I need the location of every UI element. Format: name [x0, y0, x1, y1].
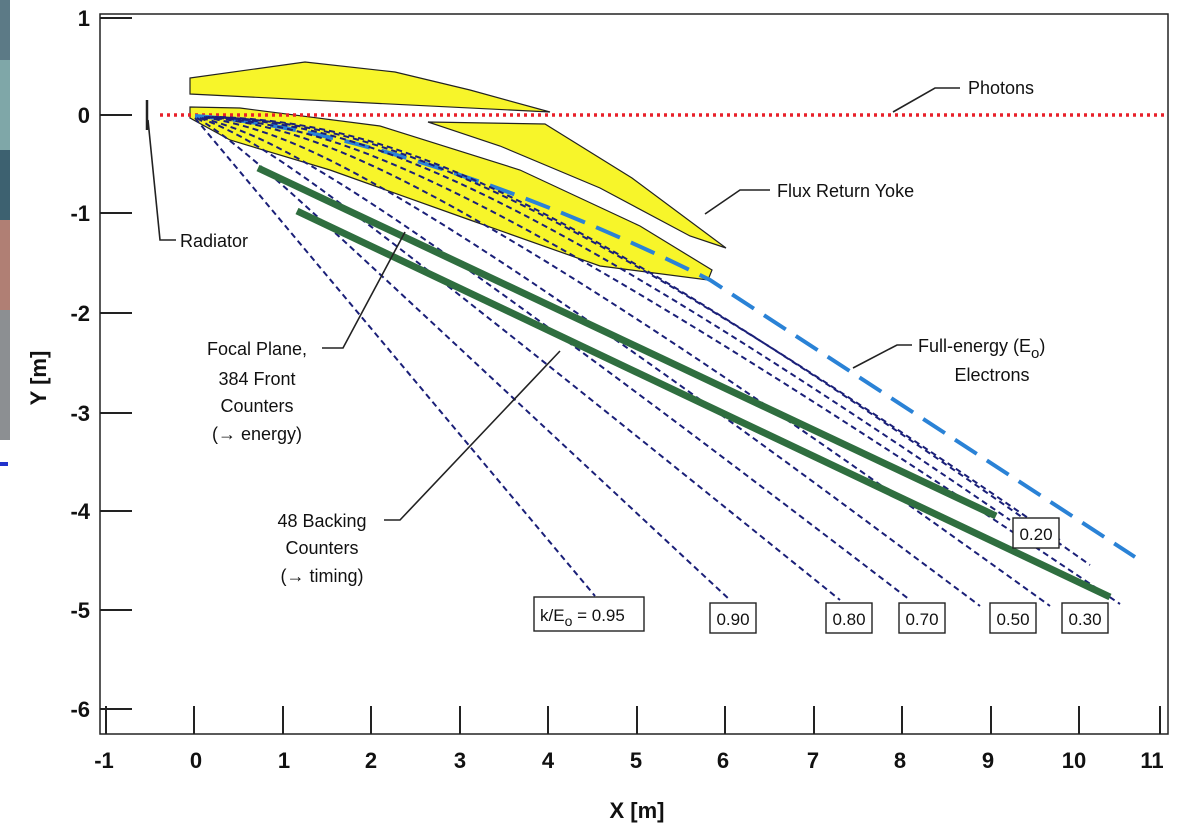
x-tick-label: -1 [94, 748, 114, 773]
ratio-box-090 [709, 602, 757, 634]
focal-plane-line-4: (→ energy) [212, 424, 302, 444]
leader-flux-yoke [704, 189, 770, 215]
ratio-label-090: 0.90 [716, 610, 749, 629]
leader-full-energy [852, 344, 912, 369]
ray-095 [194, 117, 596, 597]
ray-extra-1 [211, 116, 1011, 521]
y-tick-label: -5 [70, 598, 90, 623]
x-tick-label: 10 [1062, 748, 1086, 773]
ratio-box-050 [989, 602, 1037, 634]
electron-rays [194, 116, 1121, 607]
flux-return-yoke [427, 121, 727, 249]
ray-030 [205, 116, 1051, 607]
x-tick-label: 1 [278, 748, 290, 773]
x-tick-label: 4 [542, 748, 555, 773]
x-tick-label: 7 [807, 748, 819, 773]
left-edge-image-strip [0, 0, 10, 440]
ratio-k-prefix: k/E [540, 606, 565, 625]
y-tick-labels: 1 0 -1 -2 -3 -4 -5 -6 [70, 6, 90, 722]
ratio-k-suffix: = 0.95 [572, 606, 624, 625]
backing-line-3: (→ timing) [280, 566, 363, 586]
ratio-label-070: 0.70 [905, 610, 938, 629]
x-tick-label: 11 [1140, 748, 1163, 773]
ray-070 [201, 117, 911, 601]
ratio-box-095 [533, 596, 645, 632]
x-tick-label: 3 [454, 748, 466, 773]
label-flux-return-yoke: Flux Return Yoke [777, 181, 914, 201]
ratio-label-050: 0.50 [996, 610, 1029, 629]
y-tick-label: -1 [70, 201, 90, 226]
magnet-upper-pole [189, 61, 551, 113]
focal-plane-front-counters [256, 164, 998, 520]
y-axis-ticks [100, 17, 132, 710]
label-full-energy: Full-energy (Eo) [918, 336, 1045, 362]
leader-radiator [147, 119, 176, 241]
ray-050 [203, 116, 981, 607]
x-axis-ticks [105, 706, 1161, 734]
full-energy-electron-trajectory [194, 114, 1137, 559]
ratio-labels: k/Eo = 0.95 0.90 0.80 0.70 0.50 0.30 0.2… [533, 517, 1109, 634]
x-tick-label: 8 [894, 748, 906, 773]
ratio-box-030 [1061, 602, 1109, 634]
x-tick-label: 9 [982, 748, 994, 773]
ratio-box-080 [825, 602, 873, 634]
ratio-box-020 [1012, 517, 1060, 549]
x-tick-label: 5 [630, 748, 642, 773]
x-tick-label: 6 [717, 748, 729, 773]
ratio-label-080: 0.80 [832, 610, 865, 629]
ratio-box-070 [898, 602, 946, 634]
backing-line-2: Counters [285, 538, 358, 558]
ray-080 [199, 117, 841, 601]
left-edge-blue-mark [0, 462, 8, 466]
y-tick-label: 0 [78, 103, 90, 128]
y-axis-title: Y [m] [26, 351, 51, 406]
leader-focal-plane [322, 231, 406, 349]
y-tick-label: -3 [70, 401, 90, 426]
ratio-k-subscript: o [565, 613, 573, 629]
y-tick-label: 1 [78, 6, 90, 31]
leader-backing [384, 350, 561, 521]
label-photons: Photons [968, 78, 1034, 98]
leader-lines [147, 87, 960, 521]
x-axis-title: X [m] [610, 798, 665, 823]
full-energy-text: Full-energy (E [918, 336, 1031, 356]
ray-020 [207, 116, 1121, 605]
label-electrons: Electrons [954, 365, 1029, 385]
label-focal-plane: Focal Plane, 384 Front Counters (→ energ… [207, 339, 307, 444]
backing-line-1: 48 Backing [277, 511, 366, 531]
full-energy-subscript: o [1031, 345, 1039, 362]
focal-plane-line-1: Focal Plane, [207, 339, 307, 359]
ray-extra-2 [214, 116, 1061, 541]
focal-plane-line-2: 384 Front [218, 369, 295, 389]
ratio-label-095: k/Eo = 0.95 [540, 606, 625, 629]
label-radiator: Radiator [180, 231, 248, 251]
label-backing-counters: 48 Backing Counters (→ timing) [277, 511, 366, 586]
x-tick-label: 0 [190, 748, 202, 773]
y-tick-label: -2 [70, 301, 90, 326]
backing-counters [295, 207, 1112, 601]
leader-photons [892, 87, 960, 113]
y-tick-label: -6 [70, 697, 90, 722]
x-tick-label: 2 [365, 748, 377, 773]
x-tick-labels: -1 0 1 2 3 4 5 6 7 8 9 10 11 [94, 748, 1163, 773]
plot-frame [99, 13, 1169, 735]
focal-plane-line-3: Counters [220, 396, 293, 416]
y-tick-label: -4 [70, 499, 90, 524]
ratio-label-020: 0.20 [1019, 525, 1052, 544]
ratio-label-030: 0.30 [1068, 610, 1101, 629]
full-energy-close: ) [1039, 336, 1045, 356]
